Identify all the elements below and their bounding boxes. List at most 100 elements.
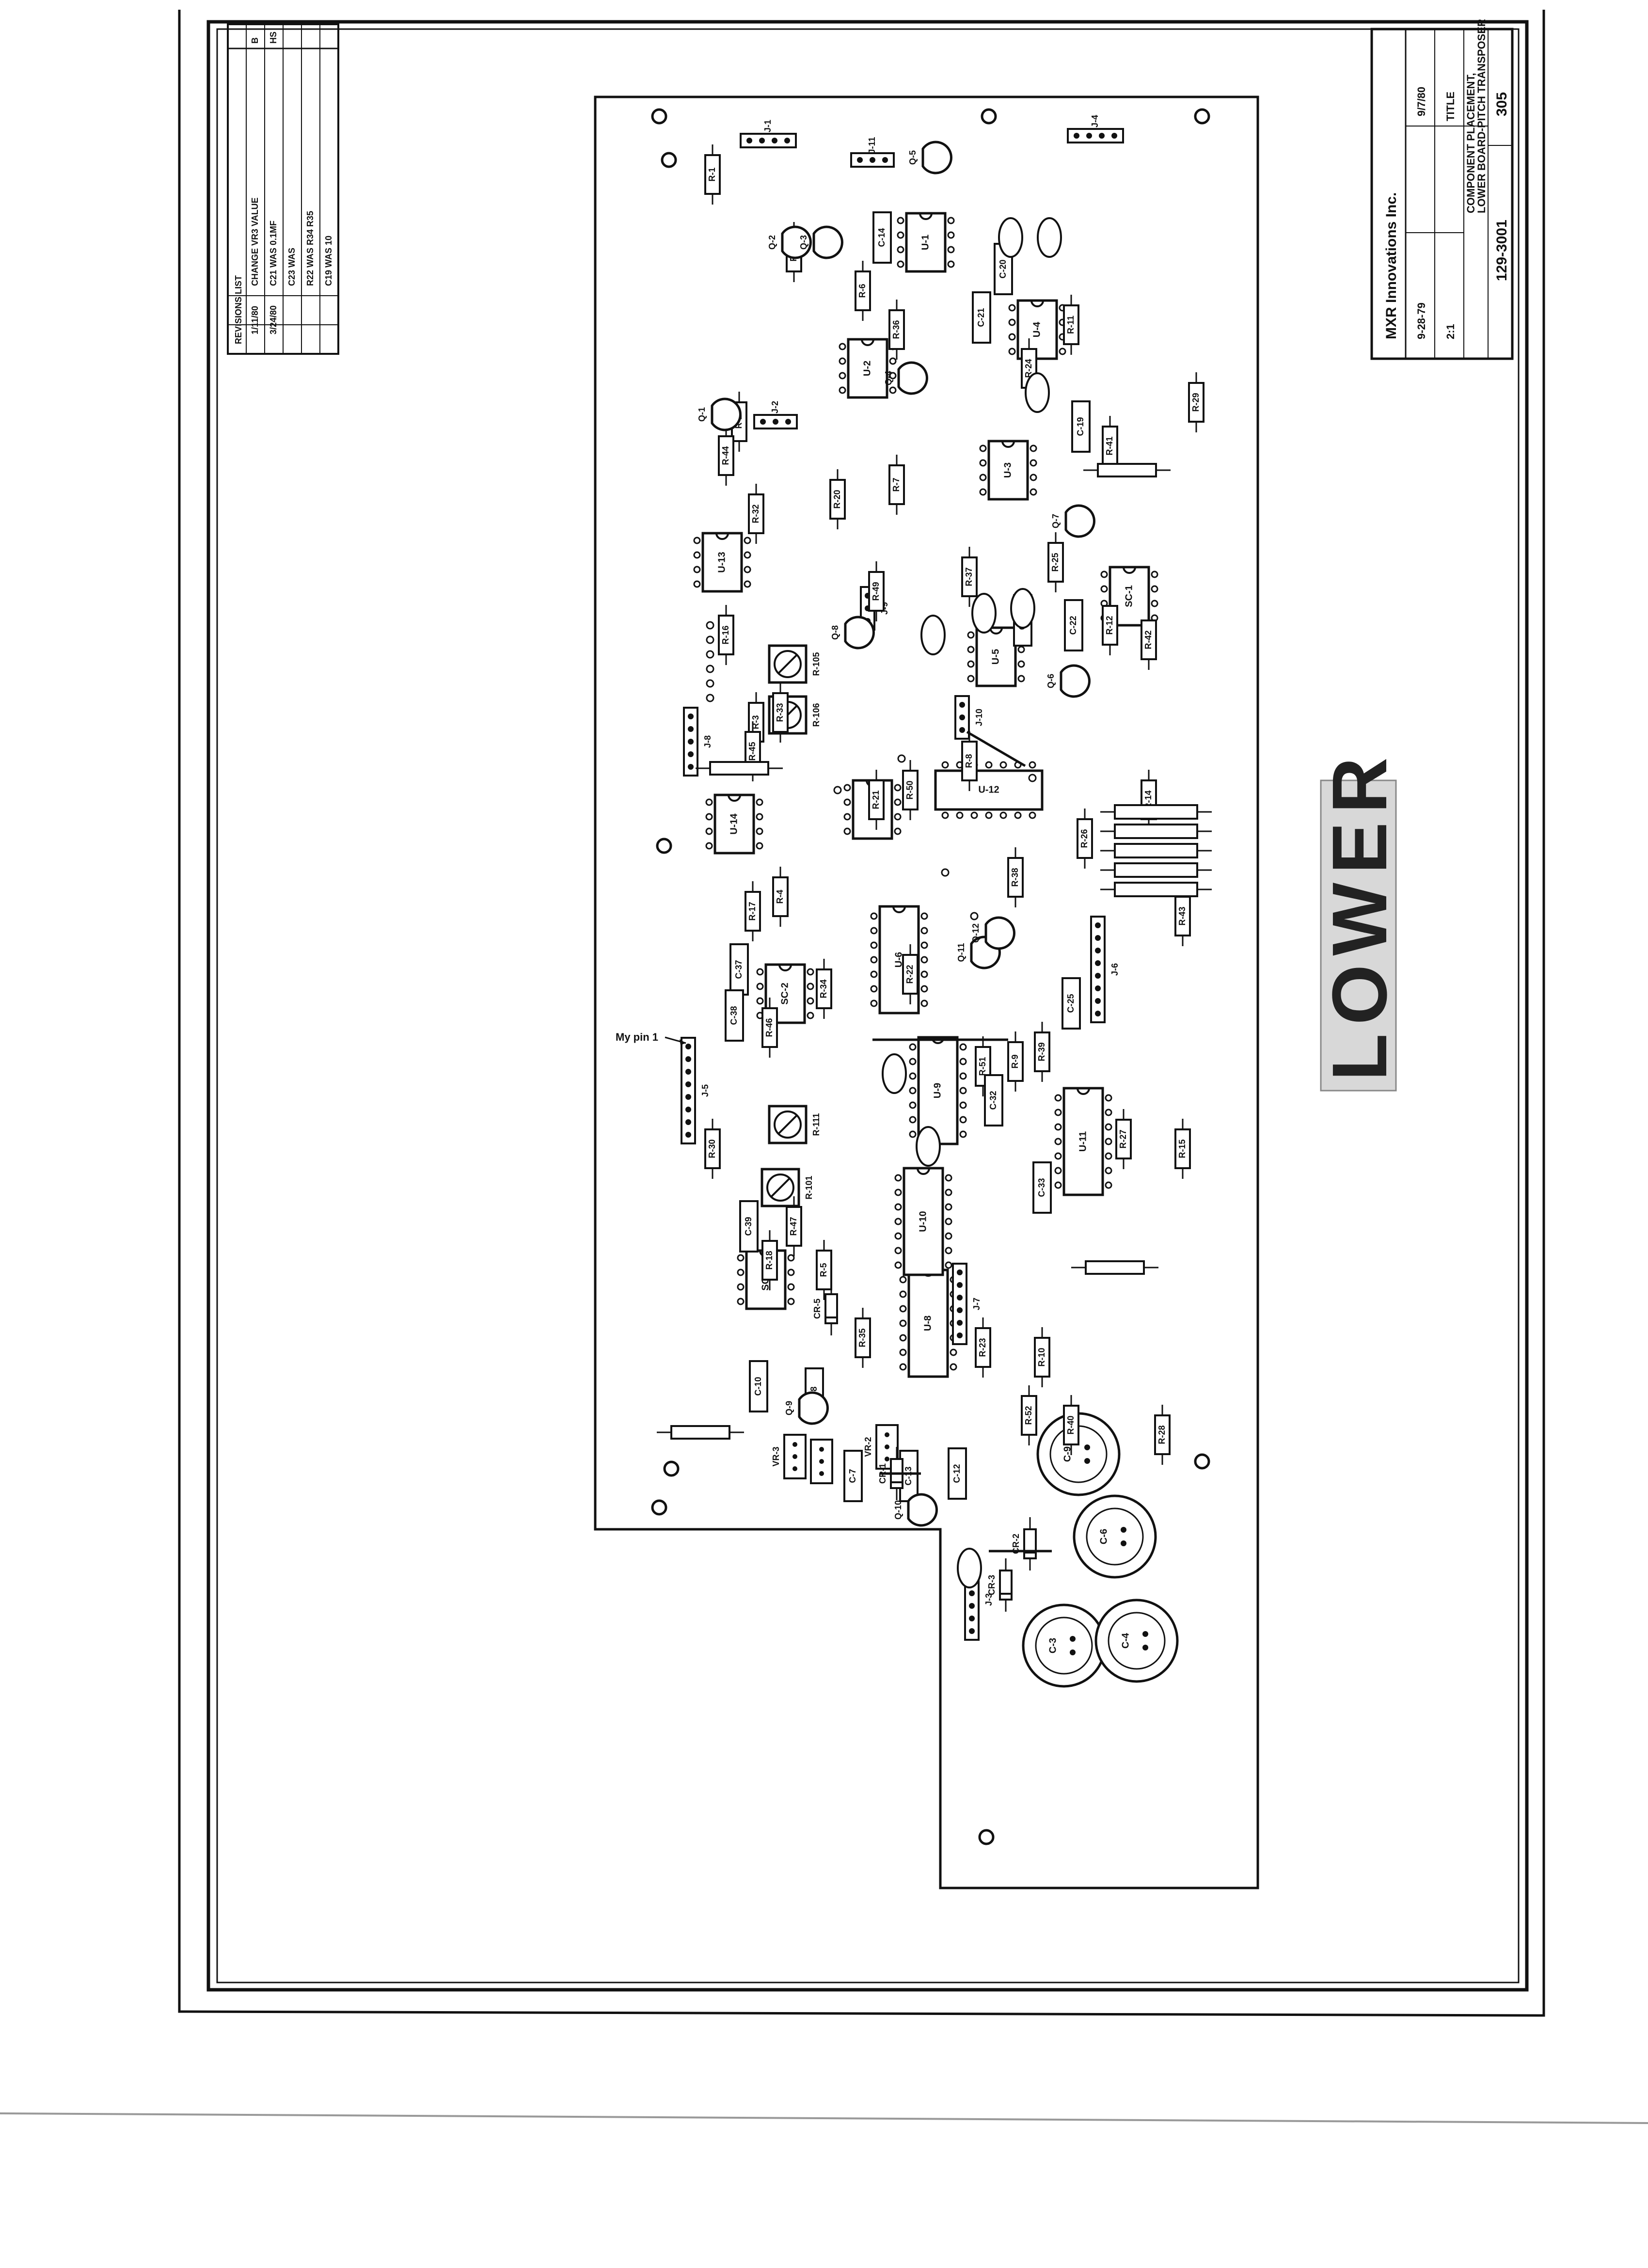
mounting-hole <box>651 108 667 125</box>
via <box>706 621 714 630</box>
pot-r-101: R-101 <box>761 1168 814 1207</box>
connector-j-11: J-11 <box>850 137 895 168</box>
resistor-r-7: R-7 <box>888 455 905 515</box>
diode-cr-5: CR-5 <box>812 1282 838 1335</box>
transistor-q-10: Q-10 <box>893 1493 938 1527</box>
mounting-hole <box>1194 108 1210 125</box>
component-label: R-47 <box>789 1217 798 1236</box>
title-label: TITLE <box>1444 92 1457 121</box>
resistor-long <box>657 1425 744 1440</box>
transistor-q-6: Q-6 <box>1046 664 1091 698</box>
component-label: R-51 <box>978 1057 987 1076</box>
component-label: C-22 <box>1068 616 1078 634</box>
resistor-r-33: R-33 <box>772 682 789 743</box>
resistor-bank-row <box>1100 804 1212 820</box>
mounting-hole <box>656 838 672 854</box>
ic-sc-1: SC-1 <box>1100 566 1158 627</box>
component-label: R-21 <box>871 790 881 809</box>
resistor-r-39: R-39 <box>1034 1022 1050 1082</box>
ceramic-capacitor <box>1025 372 1050 413</box>
capacitor-c-37: C-37 <box>729 943 749 996</box>
revision-date-2: 3/24/80 <box>269 305 278 334</box>
resistor-r-27: R-27 <box>1115 1109 1132 1169</box>
component-label: R-46 <box>764 1018 774 1037</box>
resistor-long <box>1071 1260 1158 1275</box>
resistor-bank-row <box>1100 843 1212 858</box>
cap-c-4: C-4 <box>1094 1599 1179 1683</box>
component-label: R-6 <box>857 284 867 298</box>
ic-u-1: U-1 <box>897 212 955 273</box>
component-label: R-35 <box>857 1328 867 1347</box>
component-label: CR-2 <box>1011 1534 1021 1554</box>
component-label: J-8 <box>703 735 713 748</box>
component-label: C-10 <box>753 1377 763 1396</box>
component-label: C-6 <box>1098 1529 1109 1544</box>
ic-u-13: U-13 <box>693 532 751 593</box>
pot-r-105: R-105 <box>768 644 821 684</box>
drawing-revision: 305 <box>1494 92 1510 116</box>
component-label: R-111 <box>811 1113 821 1136</box>
component-label: U-5 <box>990 649 1001 665</box>
connector-j-1: J-1 <box>740 120 797 148</box>
mounting-hole <box>663 1460 680 1477</box>
capacitor-c-14: C-14 <box>872 211 892 264</box>
resistor-r-15: R-15 <box>1174 1119 1191 1179</box>
resistor-r-44: R-44 <box>718 426 734 486</box>
component-label: R-11 <box>1066 316 1076 334</box>
ceramic-capacitor <box>920 615 946 655</box>
component-label: R-52 <box>1024 1406 1033 1425</box>
component-label: R-18 <box>764 1251 774 1269</box>
via <box>706 650 714 659</box>
component-label: R-106 <box>811 703 821 727</box>
via <box>833 786 842 794</box>
capacitor-c-33: C-33 <box>1032 1161 1052 1214</box>
component-label: C-21 <box>976 308 986 327</box>
ceramic-capacitor <box>998 217 1023 258</box>
resistor-r-6: R-6 <box>855 261 871 321</box>
capacitor-c-12: C-12 <box>948 1447 967 1500</box>
connector-j-7: J-7 <box>952 1263 982 1345</box>
component-label: R-41 <box>1105 436 1114 455</box>
component-label: J-3 <box>984 1593 994 1606</box>
component-label: R-26 <box>1079 829 1089 848</box>
resistor-r-16: R-16 <box>718 605 734 665</box>
connector-j-2: J-2 <box>753 401 798 429</box>
resistor-r-30: R-30 <box>704 1119 721 1179</box>
component-label: J-1 <box>763 120 773 132</box>
component-label: Q-2 <box>767 235 777 250</box>
pin-annotation-text: My pin 1 <box>616 1031 658 1043</box>
component-label: R-1 <box>707 167 717 181</box>
via <box>706 694 714 702</box>
resistor-r-50: R-50 <box>902 760 919 820</box>
regulator-vr-3: VR-3 <box>771 1434 807 1479</box>
drawing-date: 9-28-79 <box>1415 302 1427 339</box>
ic-u-10: U-10 <box>894 1167 952 1276</box>
resistor-r-28: R-28 <box>1154 1405 1171 1465</box>
diode-cr-2: CR-2 <box>1011 1517 1037 1570</box>
connector-j-8: J-8 <box>683 707 713 777</box>
ceramic-capacitor <box>916 1126 941 1167</box>
ic-u-9: U-9 <box>909 1036 967 1145</box>
component-label: CR-3 <box>987 1575 997 1595</box>
component-label: C-14 <box>877 228 887 247</box>
component-label: C-12 <box>952 1464 962 1483</box>
component-label: C-13 <box>903 1466 913 1485</box>
component-label: Q-10 <box>893 1500 903 1520</box>
component-label: Q-9 <box>784 1401 794 1415</box>
resistor-r-41: R-41 <box>1102 416 1118 476</box>
component-label: R-36 <box>891 320 901 339</box>
resistor-long <box>696 761 783 776</box>
cap-c-6: C-6 <box>1073 1494 1157 1579</box>
mounting-hole <box>978 1829 995 1845</box>
component-label: Q-7 <box>1051 514 1061 528</box>
connector-j-5: J-5 <box>681 1037 710 1144</box>
component-label: VR-2 <box>863 1437 873 1457</box>
component-label: R-28 <box>1157 1425 1167 1444</box>
component-label: R-39 <box>1037 1042 1046 1061</box>
capacitor-c-32: C-32 <box>984 1074 1003 1126</box>
revision-row-4: R22 WAS R34 R35 <box>305 211 315 286</box>
component-label: R-29 <box>1191 393 1201 412</box>
resistor-r-12: R-12 <box>1102 595 1118 655</box>
resistor-bank-row <box>1100 882 1212 897</box>
